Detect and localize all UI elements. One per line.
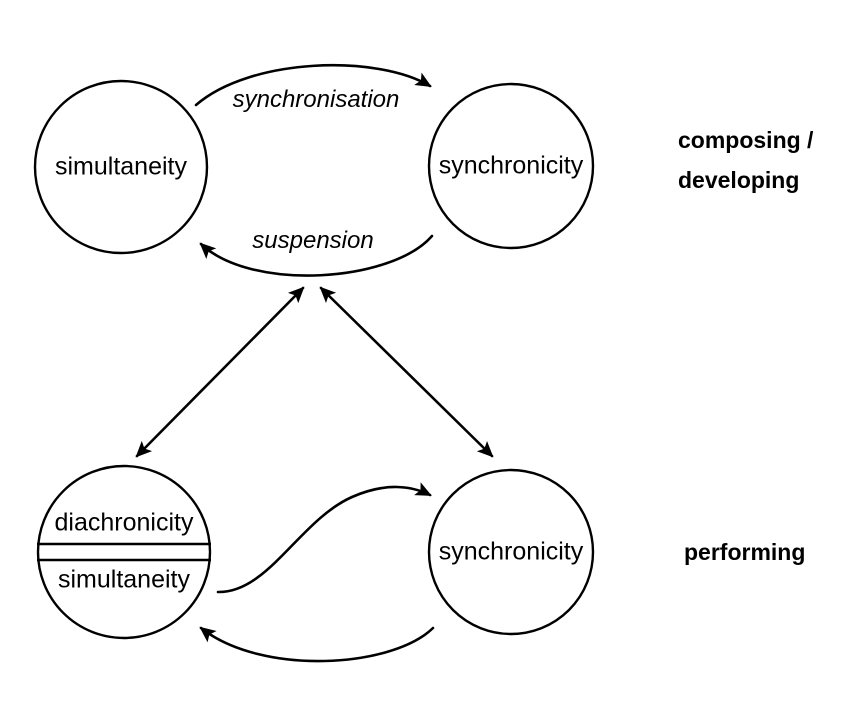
edge-label-suspension: suspension [252,227,373,254]
node-label: simultaneity [55,153,187,181]
node-circle [427,468,595,636]
node-top-right-synchronicity[interactable]: synchronicity [427,82,595,250]
edge-left-diagonal-bidirectional [135,286,305,458]
edge-synchronisation [194,63,432,107]
group-label-performing: performing [684,539,805,565]
edge-label-synchronisation: synchronisation [233,86,400,113]
group-label-line-1: composing / [678,127,814,153]
node-bottom-right-synchronicity[interactable]: synchronicity [427,468,595,636]
edge-bottom-return-arc [199,626,435,663]
node-circle [427,82,595,250]
group-label-composing-developing: composing / developing [678,127,814,193]
edge-suspension [199,234,434,277]
node-circle [36,464,212,640]
node-bottom-left-split[interactable]: diachronicity simultaneity [36,464,212,640]
group-label-line-1: performing [684,539,805,565]
edge-right-diagonal-bidirectional [319,286,494,458]
node-label-numerator: diachronicity [55,509,194,537]
node-label: synchronicity [439,152,584,180]
node-label-denominator: simultaneity [58,566,190,594]
group-label-line-2: developing [678,167,799,193]
node-label: synchronicity [439,538,584,566]
node-circle [33,79,209,255]
edge-bottom-forward-scurve [216,482,432,594]
node-top-left-simultaneity[interactable]: simultaneity [33,79,209,255]
